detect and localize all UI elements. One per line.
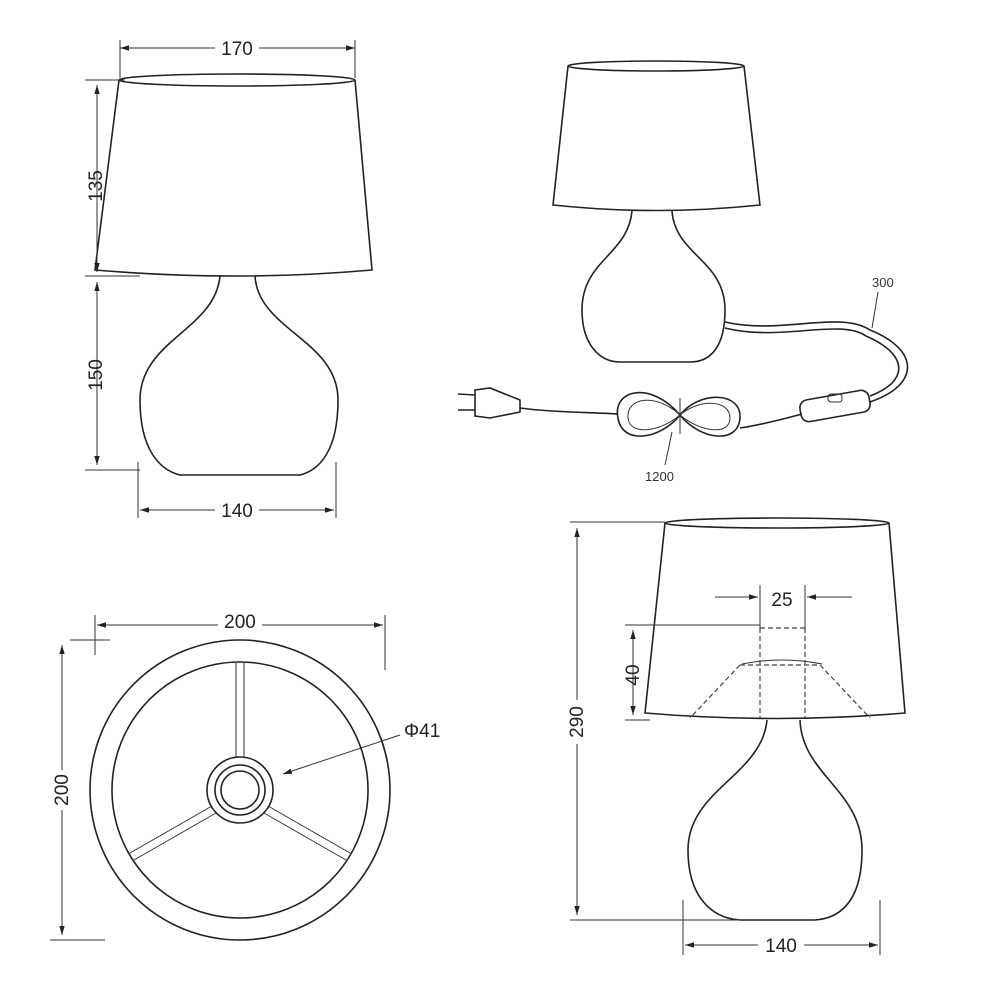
front-view: 170 135 150 140 xyxy=(85,38,373,522)
fitting-outline xyxy=(759,627,806,718)
leader-line xyxy=(664,431,673,466)
fitting-ring xyxy=(741,659,823,665)
fitting-ring xyxy=(220,770,260,810)
cord xyxy=(724,327,900,397)
shade-frame xyxy=(689,664,871,719)
lamp-base xyxy=(687,719,863,921)
plug xyxy=(474,387,521,419)
label-cord-300: 300 xyxy=(872,275,894,290)
label-cord-1200: 1200 xyxy=(645,469,674,484)
switch-button xyxy=(827,393,843,403)
leader-line xyxy=(282,734,401,775)
shade xyxy=(644,522,906,720)
shade-top xyxy=(118,73,356,87)
dim-shade-height: 135 xyxy=(86,170,107,202)
shade-top xyxy=(664,517,890,529)
lamp-base xyxy=(581,210,726,363)
dim-top-width: 200 xyxy=(224,612,256,633)
dim-fitting-width: 25 xyxy=(771,590,792,611)
switch xyxy=(799,389,871,423)
plug-pin xyxy=(457,393,476,396)
shade xyxy=(94,79,373,277)
cord xyxy=(739,413,803,429)
spoke xyxy=(235,663,245,757)
fitting-ring xyxy=(206,756,274,824)
section-view: 290 40 25 140 xyxy=(565,517,906,957)
cord xyxy=(724,321,909,403)
dim-base-width: 140 xyxy=(221,501,253,522)
fitting-ring xyxy=(214,764,266,816)
dim-fitting-diameter: Φ41 xyxy=(404,721,440,742)
spoke xyxy=(263,805,351,861)
shade-outer xyxy=(89,639,391,941)
leader-line xyxy=(871,291,879,329)
shade xyxy=(552,65,761,212)
lamp-base xyxy=(139,275,339,476)
dim-section-base-width: 140 xyxy=(765,936,797,957)
cord xyxy=(519,407,619,415)
shade-top xyxy=(567,60,745,72)
dim-top-depth: 200 xyxy=(52,774,73,806)
spoke xyxy=(129,805,217,861)
shade-inner xyxy=(111,661,369,919)
dim-total-height: 290 xyxy=(567,706,588,738)
dim-shade-width: 170 xyxy=(221,39,253,60)
top-view: 200 200 Φ41 xyxy=(50,612,440,941)
dim-base-height: 150 xyxy=(86,359,107,391)
perspective-view: 300 1200 xyxy=(457,60,909,484)
dim-fitting-depth: 40 xyxy=(623,664,644,685)
